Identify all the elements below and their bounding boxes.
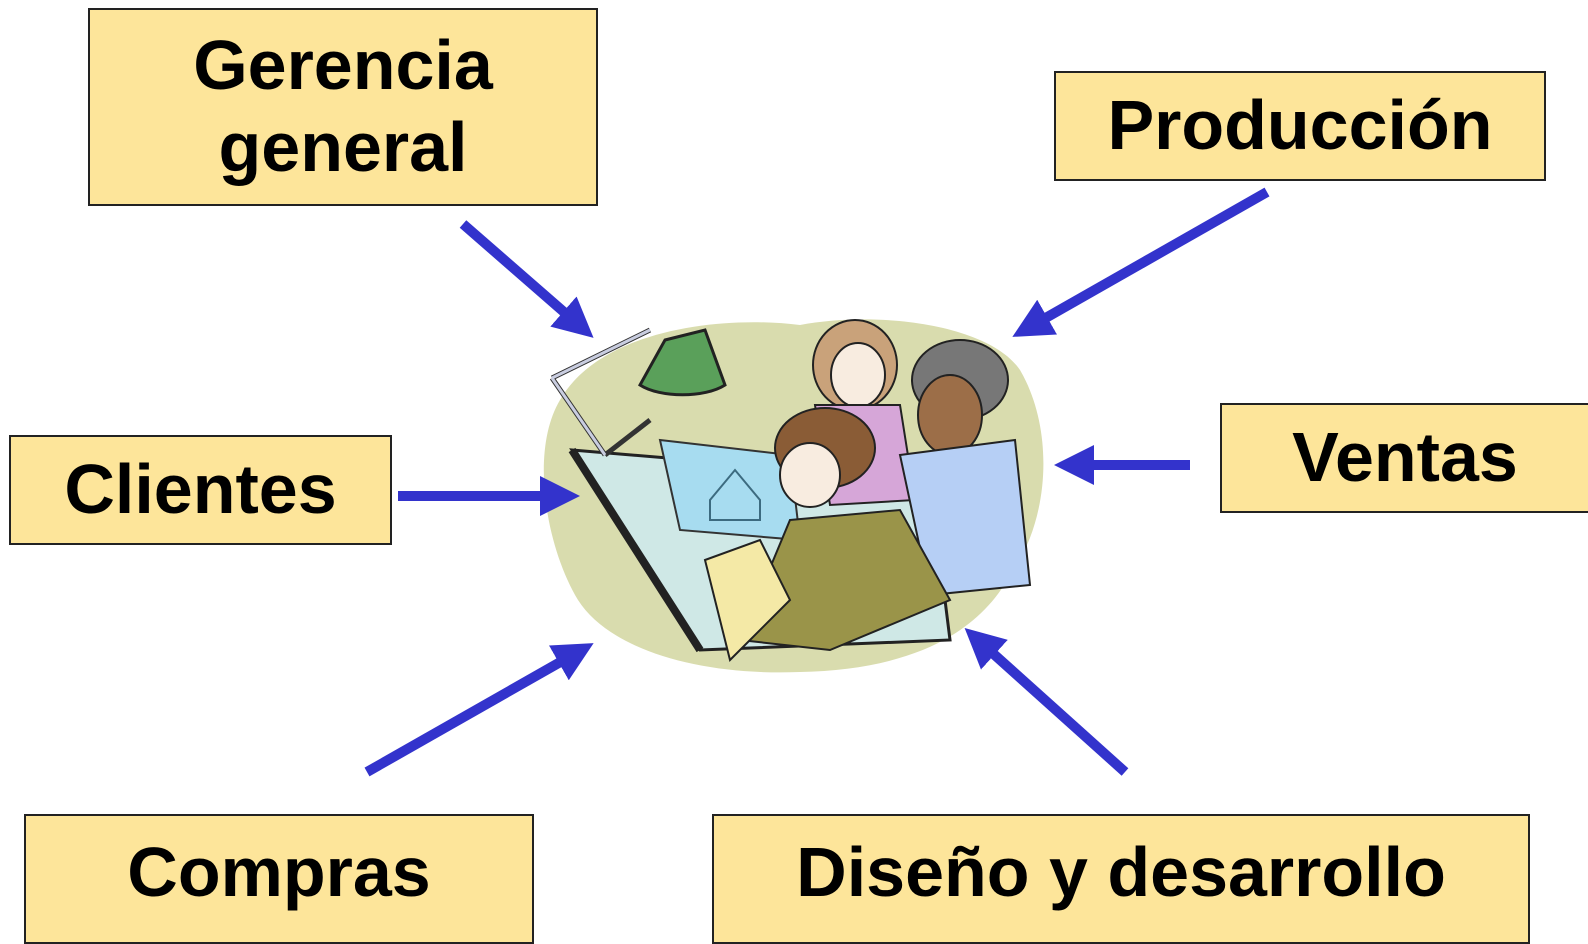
diseno-desarrollo-label: Diseño y desarrollo [796,833,1446,911]
team-drafting-illustration [543,319,1044,673]
lamp-shade [638,328,727,397]
clientes-label: Clientes [64,450,337,529]
arrows [364,187,1270,777]
arrow-produccion [1012,187,1270,337]
man-right-face [917,374,983,456]
compras-label: Compras [127,833,431,911]
produccion-label: Producción [1107,86,1493,165]
compras-box: Compras [24,814,534,944]
board-edge [568,447,704,653]
ventas-box: Ventas [1220,403,1588,513]
man-front-face [779,442,841,508]
house-sketch [709,468,761,521]
woman-face [830,342,886,408]
arrow-diseno [964,627,1129,776]
lamp-arm-inner [550,328,651,456]
produccion-box: Producción [1054,71,1546,181]
gerencia-general-box: Gerencia general [88,8,598,206]
gerencia-general-label: Gerencia general [193,26,493,186]
ventas-label: Ventas [1292,418,1518,497]
arrow-compras [364,643,594,777]
man-front-arm [703,538,792,662]
arrow-gerencia [459,220,594,338]
diseno-desarrollo-box: Diseño y desarrollo [712,814,1530,944]
clientes-box: Clientes [9,435,392,545]
